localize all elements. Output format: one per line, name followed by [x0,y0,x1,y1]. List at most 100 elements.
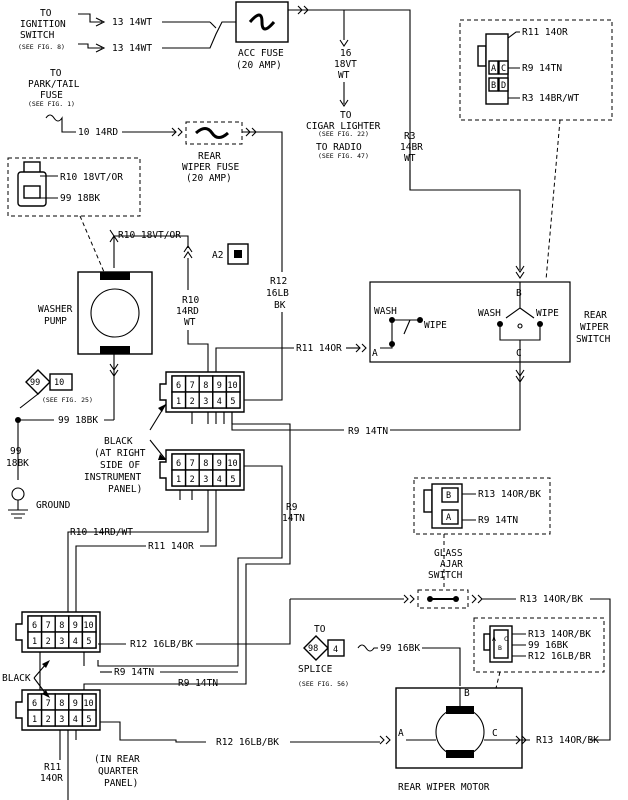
motor-conn-leads [512,633,526,657]
low1Pins-cell [81,631,97,649]
washer-pump [77,271,153,355]
low1Pins-label: 2 [46,637,51,647]
svg-text:(SEE FIG. 8): (SEE FIG. 8) [18,43,65,51]
r3-wire [409,170,521,270]
splice99-pin: 10 [54,378,64,388]
svg-text:(20 AMP): (20 AMP) [236,60,282,71]
motor-pin-b-label: B [498,644,502,652]
low1Pins-label: 10 [83,621,93,631]
topPins-label: 10 [227,381,237,391]
top-conn-leads [191,412,233,424]
r11-lower-label: R11 14OR [148,541,194,552]
washer-pump-label: WASHER PUMP [38,304,73,327]
topPins-label: 6 [176,381,181,391]
svg-text:PANEL): PANEL) [108,484,142,495]
svg-text:(SEE FIG. 1): (SEE FIG. 1) [28,100,75,108]
low1Pins-label: 5 [86,637,91,647]
low2Pins-label: 5 [86,715,91,725]
switch-wash-1: WASH [374,306,397,317]
glass-ajar-conn-r9: R9 14TN [478,515,518,526]
washer-conn-99: 99 18BK [60,193,100,204]
cigar-connector [339,99,349,107]
svg-text:99: 99 [10,446,22,457]
quarter-between-leads [39,652,85,690]
switch-conn-r11: R11 14OR [522,27,568,38]
svg-text:18VT: 18VT [334,59,357,70]
motor-pin-c-label: C [504,635,508,643]
motor-term-a: A [398,728,404,739]
svg-text:14BR: 14BR [400,142,423,153]
svg-text:WIPER FUSE: WIPER FUSE [182,162,239,173]
motor-conn-r13: R13 14OR/BK [528,629,591,640]
switch-pin-d-label: D [501,81,506,91]
r10-top-connector [183,245,193,259]
svg-text:R9: R9 [286,502,298,513]
pump-ground-connector [109,363,119,377]
ignition-switch-label: TO IGNITION SWITCH (SEE FIG. 8) [18,8,66,51]
r9-switch-wire [390,362,521,431]
svg-text:(20 AMP): (20 AMP) [186,173,232,184]
motor-connector-tab [483,633,491,651]
low1Pins-label: 9 [73,621,78,631]
quarter-lower-leads [59,730,77,800]
splice98-break [357,644,378,652]
park-tail-wire-a [45,114,76,133]
r11-bottom-label: R11 14OR [40,762,63,784]
r12-lower-label: R12 16LB/BK [130,639,193,650]
svg-text:14TN: 14TN [282,513,305,524]
svg-text:GLASS: GLASS [434,548,463,559]
switch-b-circuit [505,282,535,319]
motor-connector-box [473,617,605,673]
switch-conn-r9: R9 14TN [522,63,562,74]
r10-top-wire [114,235,189,248]
motor-pin-a-label: A [492,635,496,643]
glass-ajar-conn-leads [462,493,476,521]
low1Pins-label: 3 [59,637,64,647]
low1Pins-label: 8 [59,621,64,631]
black-left-arrowheads [42,660,50,698]
splice99-num: 99 [30,378,40,388]
rear-fuse-label: REAR WIPER FUSE (20 AMP) [182,151,239,184]
svg-text:SWITCH: SWITCH [428,570,463,581]
svg-text:BLACK: BLACK [104,436,133,447]
motor-conn-99: 99 16BK [528,640,568,651]
glass-ajar-label: GLASS AJAR SWITCH [428,548,463,581]
svg-text:TO: TO [314,624,326,635]
low2Pins-label: 1 [32,715,37,725]
midPins-label: 10 [227,459,237,469]
svg-text:FUSE: FUSE [40,90,63,101]
acc-out-connector [297,5,309,15]
r9-switch-label: R9 14TN [348,426,388,437]
svg-text:WT: WT [404,153,416,164]
svg-text:R12: R12 [270,276,287,287]
svg-text:SWITCH: SWITCH [20,30,55,41]
splice98-label: TO SPLICE (SEE FIG. 56) [298,624,349,688]
svg-text:SWITCH: SWITCH [576,334,611,345]
svg-text:SIDE OF: SIDE OF [100,460,140,471]
ignition-bracket [78,13,102,49]
low2Pins-label: 3 [59,715,64,725]
rear-fuse-in-connector [171,127,183,137]
motor-brush-bottom [446,750,474,758]
glass-ajar-pin-a [441,509,459,525]
black-rhs-pointers [149,403,167,461]
low1Pins-label: 7 [46,621,51,631]
a2-pin [234,250,242,258]
svg-text:BK: BK [274,300,286,311]
low2Pins-label: 8 [59,699,64,709]
wire10-label: 10 14RD [78,127,118,138]
r13-right-label: R13 14OR/BK [536,735,599,746]
r9-14tn-b-label: R9 14TN [178,678,218,689]
svg-text:WT: WT [184,317,196,328]
rear-wiper-motor-label: REAR WIPER MOTOR [398,782,490,793]
topPins-cell [225,391,241,409]
glass-ajar-connector-box [413,477,551,535]
switch-pivot [517,323,523,329]
svg-text:(IN REAR: (IN REAR [94,754,140,765]
pump-top-cap [100,272,130,280]
switch-term-a: A [372,348,378,359]
switch-term-c: C [516,348,522,359]
low2Pins-label: 7 [46,699,51,709]
